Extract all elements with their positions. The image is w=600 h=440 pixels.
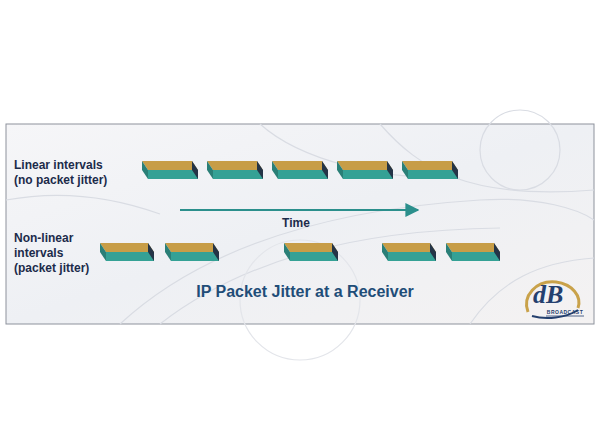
packet bbox=[284, 243, 338, 261]
time-arrow bbox=[180, 209, 418, 211]
packet bbox=[272, 161, 328, 179]
row-label: Linear intervals (no packet jitter) bbox=[14, 158, 114, 188]
panel bbox=[6, 124, 594, 324]
logo-word: BROADCAST bbox=[540, 309, 590, 315]
row-label: Non-linear intervals (packet jitter) bbox=[14, 231, 104, 276]
logo-letters: dB bbox=[533, 281, 577, 309]
packet-rows bbox=[100, 161, 500, 261]
packet bbox=[382, 243, 436, 261]
diagram-title: IP Packet Jitter at a Receiver bbox=[180, 283, 430, 301]
background-decor bbox=[6, 110, 594, 360]
packet bbox=[337, 161, 393, 179]
packet bbox=[446, 243, 500, 261]
axis-label: Time bbox=[276, 216, 316, 231]
packet bbox=[402, 161, 458, 179]
packet bbox=[100, 243, 154, 261]
packet bbox=[207, 161, 263, 179]
packet bbox=[142, 161, 198, 179]
packet bbox=[165, 243, 219, 261]
